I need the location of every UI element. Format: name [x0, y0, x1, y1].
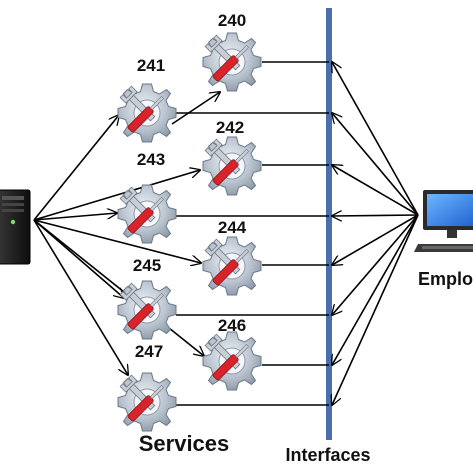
service-label-246: 246 — [218, 316, 246, 335]
gear-wrench-icon-241 — [117, 83, 177, 143]
gear-wrench-icon-240 — [202, 32, 262, 92]
arrow-employee-to-245 — [332, 214, 419, 315]
arrow-server-to-243 — [33, 213, 117, 221]
arrow-server-to-242 — [33, 170, 200, 221]
service-label-243: 243 — [137, 150, 165, 169]
arrow-employee-to-244 — [332, 214, 419, 265]
arrow-employee-to-247 — [332, 214, 419, 405]
gear-wrench-icon-245 — [117, 280, 177, 340]
services-caption: Services — [139, 431, 230, 456]
service-label-241: 241 — [137, 56, 165, 75]
interfaces-caption: Interfaces — [285, 445, 370, 465]
arrow-server-to-244 — [33, 219, 201, 263]
arrow-employee-to-240 — [332, 62, 419, 216]
arrow-employee-to-246 — [332, 214, 419, 365]
server-tower-icon — [0, 189, 31, 265]
service-label-245: 245 — [133, 256, 161, 275]
arrow-employee-to-241 — [332, 113, 419, 216]
arrow-241-to-240 — [171, 92, 220, 125]
service-label-242: 242 — [216, 118, 244, 137]
arrow-server-to-247 — [33, 219, 128, 375]
arrow-employee-to-243 — [332, 215, 419, 216]
gear-wrench-icon-244 — [202, 236, 262, 296]
service-label-240: 240 — [218, 11, 246, 30]
gear-wrench-icon-243 — [117, 184, 177, 244]
gear-wrench-icon-246 — [202, 331, 262, 391]
gear-wrench-icon-247 — [117, 372, 177, 432]
service-label-247: 247 — [135, 342, 163, 361]
arrow-employee-to-242 — [332, 165, 419, 216]
interface-bar — [326, 8, 332, 440]
arrow-server-to-241 — [33, 115, 119, 221]
desktop-computer-icon — [414, 190, 473, 252]
service-label-244: 244 — [218, 218, 247, 237]
employee-caption: Emplo — [418, 269, 473, 289]
gear-wrench-icon-242 — [202, 136, 262, 196]
arrow-server-to-246 — [33, 219, 204, 356]
